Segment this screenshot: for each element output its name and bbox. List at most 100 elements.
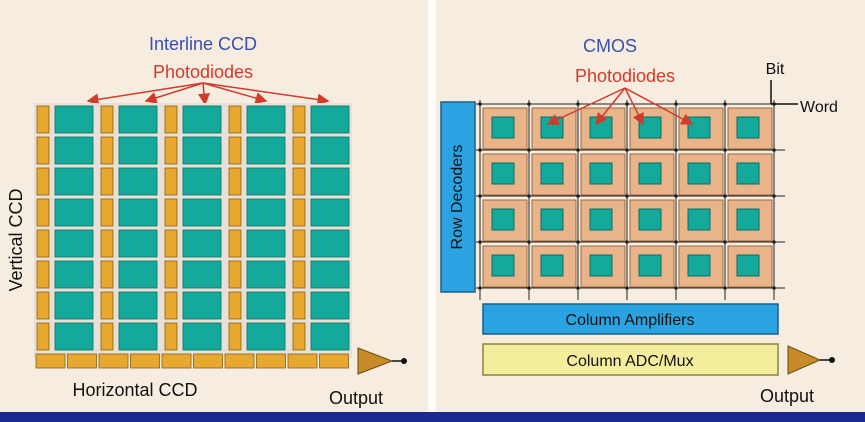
photodiode-pointer-arrow [144,82,204,104]
ccd-photodiode [310,229,350,258]
cmos-photodiode [638,254,662,277]
ccd-photodiode [182,167,222,196]
line-junction [625,148,629,152]
cmos-photodiode [540,208,564,231]
horizontal-ccd-cell [67,353,97,369]
vertical-ccd-cell [36,229,50,258]
ccd-pixel-grid [36,105,350,351]
line-junction [576,102,580,106]
ccd-photodiode [118,322,158,351]
vertical-ccd-cell [228,260,242,289]
horizontal-ccd-cell [287,353,318,369]
cmos-photodiode [589,162,613,185]
line-junction [674,194,678,198]
line-junction [723,194,727,198]
vertical-ccd-cell [164,105,178,134]
ccd-photodiode [182,198,222,227]
ccd-photodiode [118,260,158,289]
column-amplifiers-label: Column Amplifiers [566,312,695,329]
ccd-photodiode [246,167,286,196]
vertical-ccd-cell [164,136,178,165]
vertical-ccd-cell [36,260,50,289]
vertical-ccd-cell [228,167,242,196]
cmos-photodiode [638,208,662,231]
cmos-photodiodes-label: Photodiodes [575,66,675,86]
ccd-photodiode [310,322,350,351]
horizontal-ccd-register [35,353,349,369]
ccd-output-label: Output [329,388,383,408]
line-junction [772,286,776,290]
word-label: Word [800,99,838,116]
cmos-output-node [829,357,835,363]
ccd-photodiode-arrows [86,82,330,106]
photodiode-pointer-arrow [595,87,626,126]
cmos-photodiode [589,254,613,277]
line-junction [772,194,776,198]
ccd-photodiode [182,229,222,258]
ccd-photodiode [118,229,158,258]
vertical-ccd-cell [164,229,178,258]
line-junction [772,240,776,244]
line-junction [527,240,531,244]
vertical-ccd-cell [228,105,242,134]
row-decoders-block [440,101,476,293]
vertical-ccd-cell [36,136,50,165]
cmos-photodiode [540,162,564,185]
line-junction [576,286,580,290]
ccd-photodiode [246,105,286,134]
ccd-photodiode [54,322,94,351]
line-junction [527,194,531,198]
ccd-title: Interline CCD [149,34,257,54]
cmos-output-label: Output [760,386,814,406]
cmos-output-amplifier [787,345,822,375]
line-junction [478,286,482,290]
ccd-photodiode [54,136,94,165]
column-amplifiers-block [482,303,779,335]
ccd-photodiode [246,322,286,351]
horizontal-ccd-cell [98,353,129,369]
panel-divider [428,0,436,412]
photodiode-pointer-arrow [624,87,644,126]
cmos-title: CMOS [583,36,637,56]
cmos-photodiode [687,162,711,185]
cmos-photodiode [491,208,515,231]
cmos-pixel [678,153,724,196]
ccd-photodiode [310,291,350,320]
ccd-photodiode [310,167,350,196]
line-junction [478,102,482,106]
line-junction [772,148,776,152]
ccd-photodiode [310,105,350,134]
line-junction [723,286,727,290]
vertical-ccd-cell [292,291,306,320]
vertical-ccd-cell [228,136,242,165]
horizontal-ccd-cell [256,353,286,369]
photodiode-pointer-arrow [546,87,626,125]
ccd-photodiode [310,136,350,165]
line-junction [478,148,482,152]
photodiode-pointer-arrow [202,82,268,104]
column-adc-label: Column ADC/Mux [566,353,693,370]
cmos-photodiode [540,254,564,277]
cmos-photodiode [687,254,711,277]
line-junction [576,148,580,152]
ccd-output-node [401,358,407,364]
vertical-ccd-cell [100,167,114,196]
ccd-photodiode [118,105,158,134]
line-junction [527,148,531,152]
vertical-ccd-cell [100,105,114,134]
ccd-photodiode [246,260,286,289]
photodiode-pointer-arrow [202,82,330,106]
ccd-photodiode [118,167,158,196]
vertical-ccd-cell [36,291,50,320]
cmos-photodiode [736,208,760,231]
cmos-photodiode [736,162,760,185]
ccd-photodiode [118,136,158,165]
vertical-ccd-cell [292,260,306,289]
ccd-output-amplifier [357,347,394,375]
vertical-ccd-cell [100,291,114,320]
vertical-ccd-cell [292,322,306,351]
ccd-photodiode [54,167,94,196]
line-junction [478,240,482,244]
vertical-ccd-cell [292,167,306,196]
